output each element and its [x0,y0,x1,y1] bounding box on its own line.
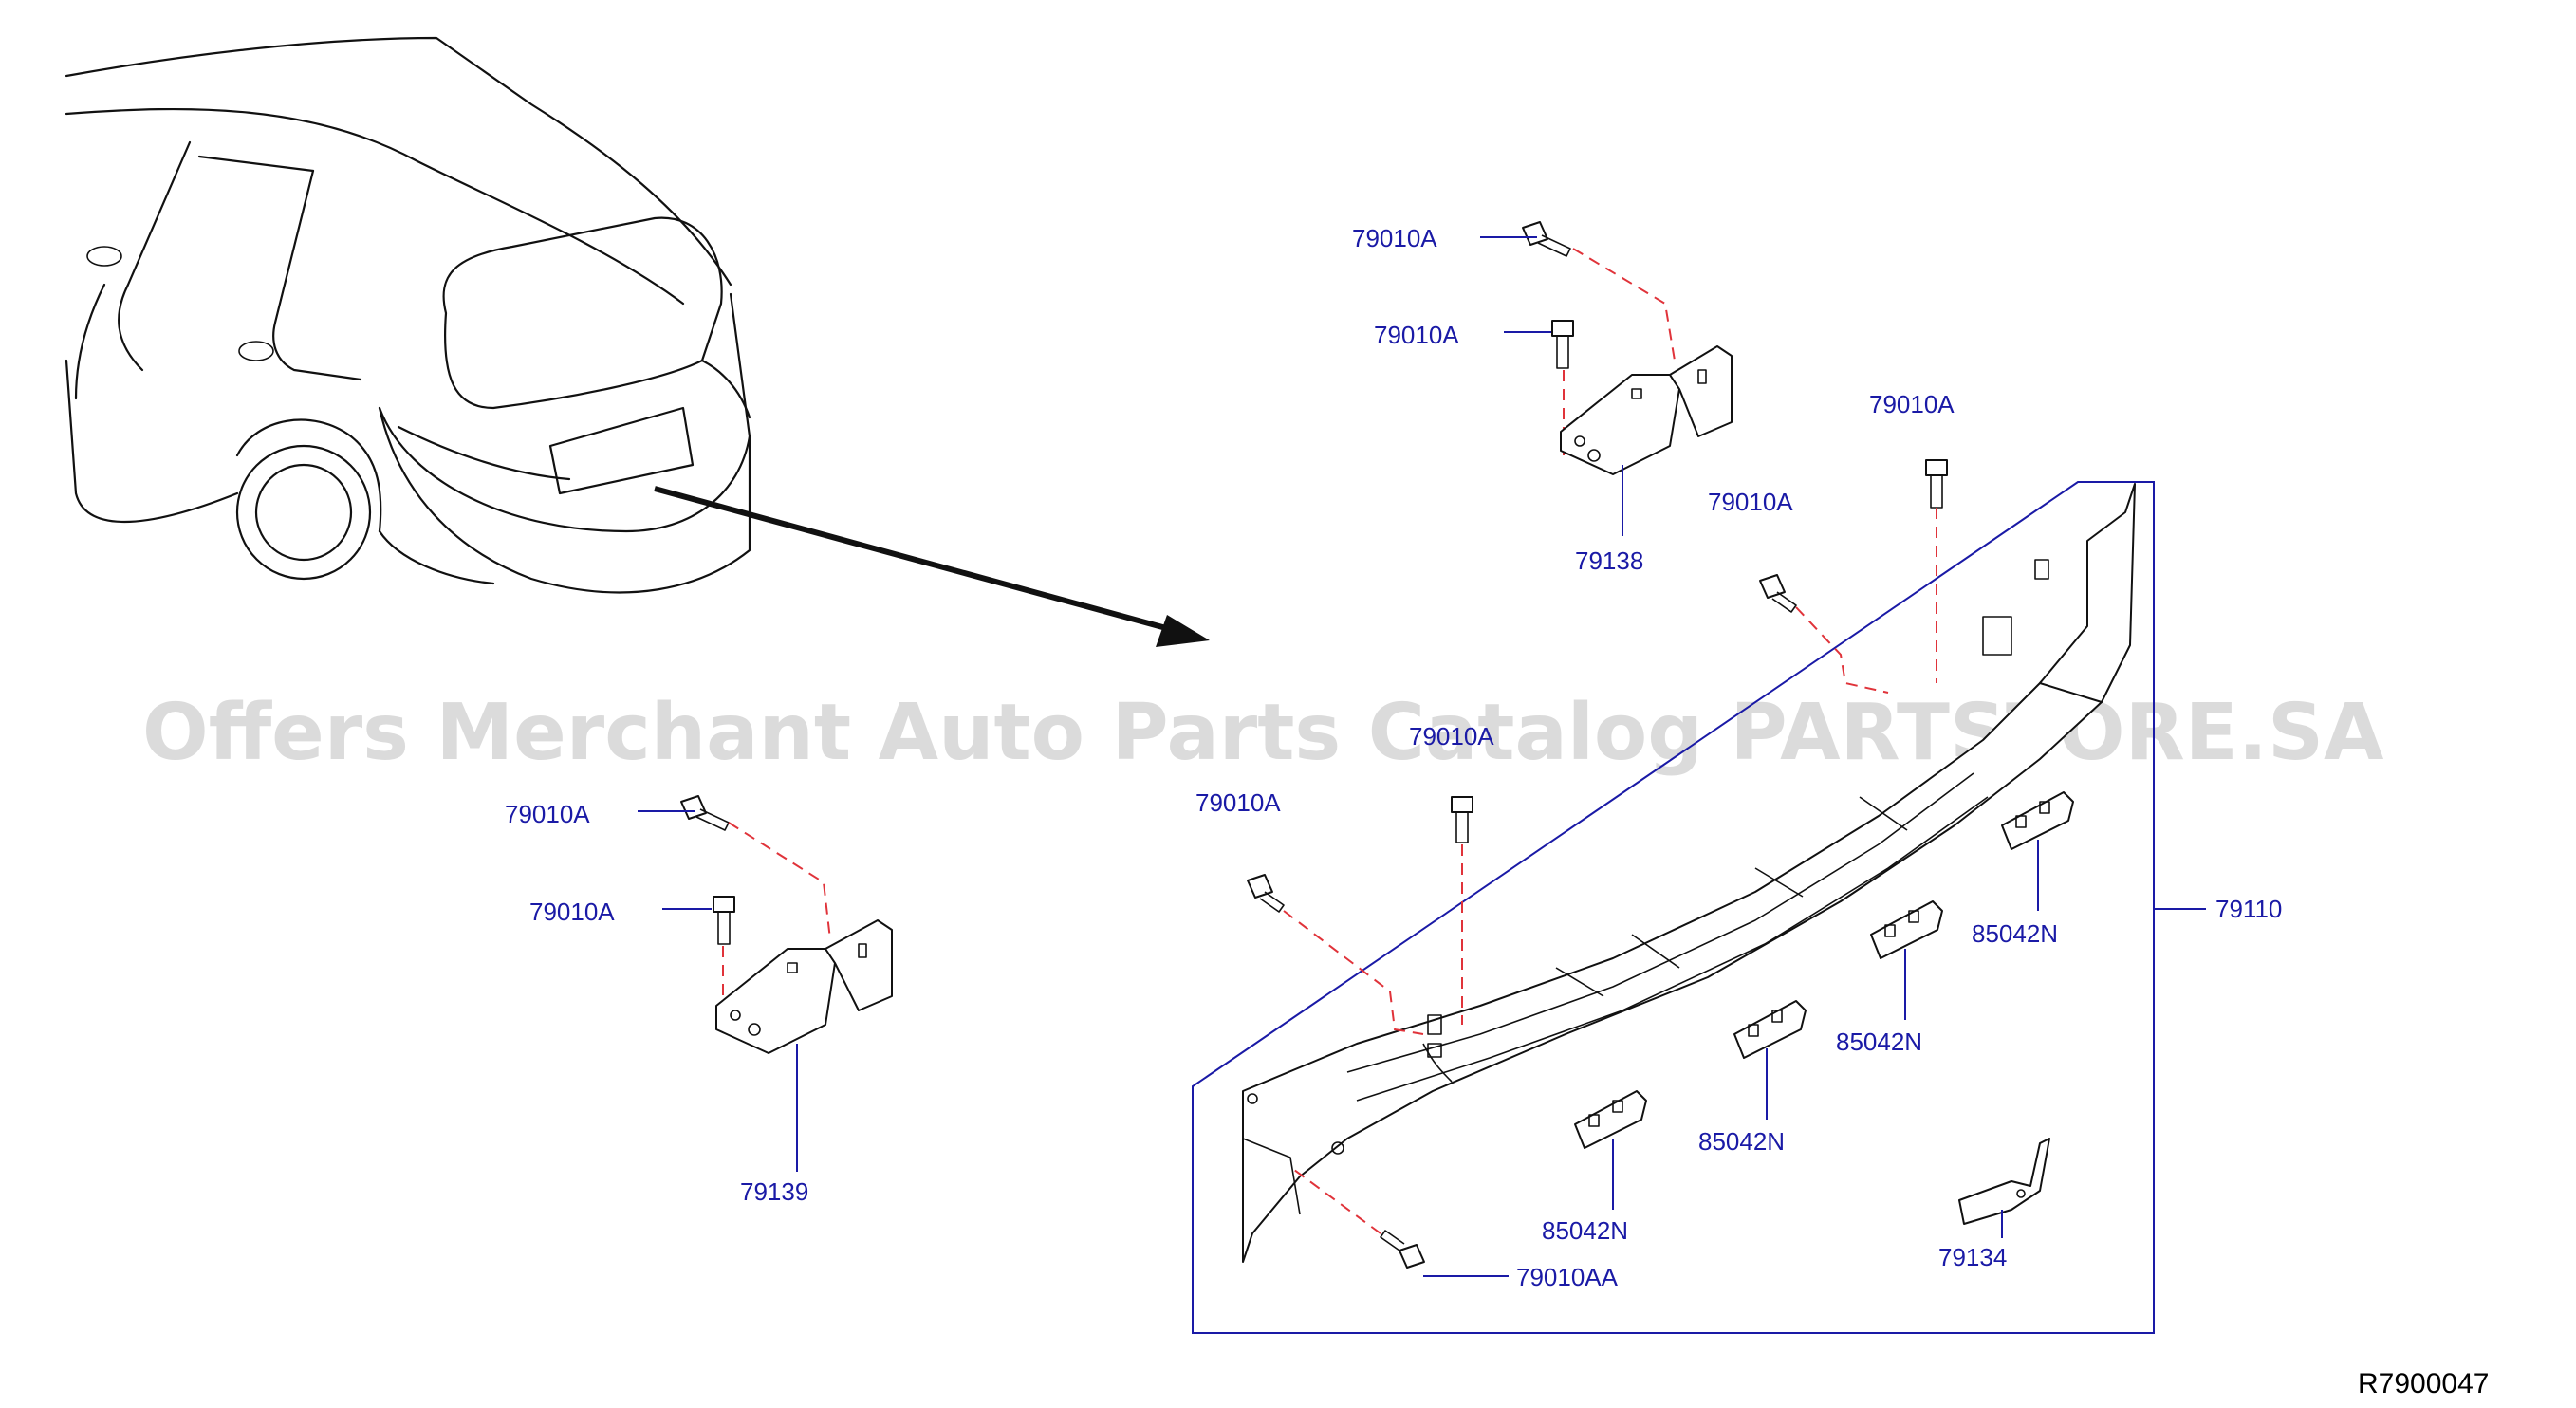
bolt-icon [1247,874,1285,913]
bolt-icon [680,795,730,831]
retainer-85042n-drawing [1870,900,1943,959]
retainer-85042n-drawing [2001,791,2074,850]
bolt-icon [1451,796,1473,843]
rear-beam-drawing [1242,483,2136,1263]
label-bolt-79010a: 79010A [505,800,590,828]
label-bolt-79010a: 79010A [1409,722,1494,750]
vehicle-rear-illustration [65,36,751,594]
label-retainer-85042n: 85042N [1972,919,2058,948]
upper-bracket-group [1480,221,1733,536]
bracket-79134-drawing [1958,1138,2050,1225]
reference-code: R7900047 [2358,1368,2489,1399]
label-retainer-85042n: 85042N [1836,1028,1922,1056]
bolt-icon [1380,1230,1425,1269]
label-bolt-79010a: 79010A [1195,788,1281,817]
label-bracket-79139: 79139 [740,1177,808,1206]
direction-arrow [654,486,1210,647]
label-bolt-79010a: 79010A [1869,390,1955,418]
beam-assembly-frame [1192,481,2155,1334]
retainer-85042n-drawing [1733,1000,1807,1059]
beam-fasteners [1247,459,1948,1277]
bracket-79138-drawing [1560,345,1733,475]
label-retainer-85042n: 85042N [1698,1127,1785,1156]
label-bolt-79010aa: 79010AA [1516,1263,1619,1291]
label-bolt-79010a: 79010A [1352,224,1437,252]
bracket-79139-drawing [715,919,893,1054]
bolt-icon [1759,574,1797,613]
bolt-icon [1522,221,1571,257]
label-retainer-85042n: 85042N [1542,1216,1628,1245]
bolt-icon [1551,320,1574,369]
lower-bracket-group [638,795,893,1172]
retainer-85042n-drawing [1574,1090,1647,1149]
bolt-icon [713,896,735,945]
label-bolt-79010a: 79010A [529,898,615,926]
label-bracket-79138: 79138 [1575,547,1643,575]
bolt-icon [1925,459,1948,509]
label-bolt-79010a: 79010A [1708,488,1793,516]
label-bolt-79010a: 79010A [1374,321,1459,349]
label-bracket-79134: 79134 [1938,1243,2007,1271]
label-beam-79110: 79110 [2215,895,2282,923]
